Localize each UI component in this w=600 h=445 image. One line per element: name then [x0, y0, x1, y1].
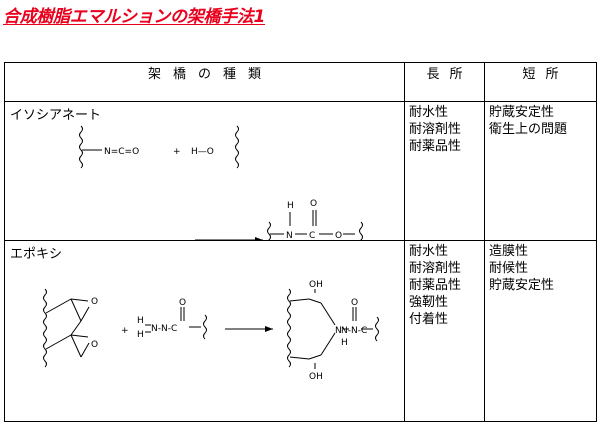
urethane-o: O: [335, 231, 342, 240]
header-method: 架橋の種類: [4, 62, 405, 102]
isocyanate-reaction-scheme: N=C=O + H—O H N O C O: [79, 125, 363, 240]
list-item: 耐水性: [409, 105, 449, 120]
polymer-chain-wavy: [235, 125, 239, 169]
crosslinking-comparison-table: 架橋の種類 長所 短所 イソシアネート: [4, 62, 597, 422]
list-item: 耐溶剤性: [409, 261, 462, 276]
list-item: 強靭性: [409, 295, 449, 310]
epoxy-reaction-scheme: O O + H H N-N-C O OH OH N N-N-C H O: [43, 280, 379, 382]
polymer-chain-wavy: [375, 316, 379, 342]
table-row-epoxy: エポキシ: [4, 240, 597, 422]
list-item: 耐薬品性: [409, 278, 462, 293]
polymer-chain-wavy: [267, 221, 271, 240]
header-pros: 長所: [404, 62, 485, 102]
isocyanate-group: N=C=O: [104, 147, 139, 157]
method-name-isocyanate: イソシアネート: [10, 108, 102, 123]
hydrazide-h-upper: H: [137, 316, 144, 326]
hydrazide-oxygen: O: [179, 298, 186, 308]
table-row-isocyanate: イソシアネート: [4, 101, 597, 241]
list-item: 衛生上の問題: [489, 122, 568, 137]
list-item: 耐候性: [489, 261, 529, 276]
cell-method-isocyanate: イソシアネート: [4, 101, 405, 241]
hydrazide-backbone: N-N-C: [151, 324, 177, 334]
polymer-chain-wavy: [203, 314, 207, 340]
list-item: 貯蔵安定性: [489, 105, 555, 120]
product-hydroxyl-top: OH: [309, 280, 323, 290]
product-hydrazide-h: H: [341, 338, 348, 348]
urethane-h: H: [287, 201, 294, 211]
polymer-chain-wavy: [43, 288, 47, 368]
product-hydroxyl-bottom: OH: [309, 372, 323, 382]
polymer-chain-wavy: [287, 288, 291, 368]
header-cons: 短所: [484, 62, 597, 102]
polymer-chain-wavy: [79, 125, 83, 169]
list-item: 貯蔵安定性: [489, 278, 555, 293]
urethane-c: C: [309, 231, 315, 240]
list-item: 耐溶剤性: [409, 122, 462, 137]
method-name-epoxy: エポキシ: [10, 247, 63, 262]
list-item: 造膜性: [489, 244, 529, 259]
list-item: 耐薬品性: [409, 139, 462, 154]
page-title: 合成樹脂エマルションの架橋手法1: [3, 7, 266, 27]
list-item: 付着性: [409, 312, 449, 327]
epoxide-oxygen-lower: O: [91, 340, 98, 350]
hydrazide-h-lower: H: [137, 330, 144, 340]
plus-sign: +: [121, 326, 129, 336]
list-item: 耐水性: [409, 244, 449, 259]
plus-sign: +: [173, 147, 181, 157]
hydroxyl-group: H—O: [191, 147, 214, 157]
urethane-n: N: [286, 231, 293, 240]
epoxide-oxygen-upper: O: [91, 297, 98, 307]
table-header-row: 架橋の種類 長所 短所: [4, 62, 597, 102]
cell-method-epoxy: エポキシ: [4, 240, 405, 422]
cell-cons-isocyanate: 貯蔵安定性 衛生上の問題: [484, 101, 597, 241]
product-oxygen: O: [351, 298, 358, 308]
cell-pros-epoxy: 耐水性 耐溶剤性 耐薬品性 強靭性 付着性: [404, 240, 485, 422]
cell-cons-epoxy: 造膜性 耐候性 貯蔵安定性: [484, 240, 597, 422]
product-hydrazide-backbone: N-N-C: [341, 326, 367, 336]
product-ring-n: N: [335, 326, 342, 336]
polymer-chain-wavy: [359, 221, 363, 240]
cell-pros-isocyanate: 耐水性 耐溶剤性 耐薬品性: [404, 101, 485, 241]
urethane-o-top: O: [310, 199, 317, 209]
